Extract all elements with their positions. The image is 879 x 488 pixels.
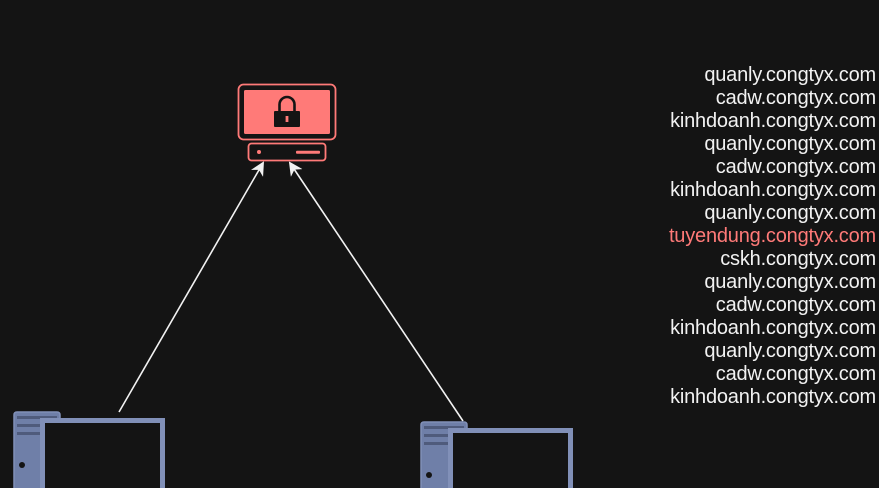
subdomain-item: kinhdoanh.congtyx.com — [670, 110, 876, 132]
arrow-right-computer-to-server — [288, 161, 464, 422]
locked-server-icon — [237, 83, 337, 162]
subdomain-item: kinhdoanh.congtyx.com — [670, 386, 876, 408]
subdomain-item: cadw.congtyx.com — [715, 294, 876, 316]
subdomain-item: cadw.congtyx.com — [715, 363, 876, 385]
desktop-computer-right — [420, 421, 573, 488]
padlock-icon — [274, 95, 300, 127]
subdomain-item: quanly.congtyx.com — [704, 202, 876, 224]
subdomain-item: quanly.congtyx.com — [704, 64, 876, 86]
subdomain-item: cadw.congtyx.com — [715, 156, 876, 178]
subdomain-item: quanly.congtyx.com — [704, 271, 876, 293]
subdomain-item: quanly.congtyx.com — [704, 340, 876, 362]
desktop-computer-left — [13, 411, 165, 488]
subdomain-item: cadw.congtyx.com — [715, 87, 876, 109]
arrow-left-computer-to-server — [118, 161, 265, 413]
subdomain-item: cskh.congtyx.com — [720, 248, 876, 270]
subdomain-item-highlighted: tuyendung.congtyx.com — [668, 225, 876, 247]
subdomain-item: quanly.congtyx.com — [704, 133, 876, 155]
subdomain-item: kinhdoanh.congtyx.com — [670, 179, 876, 201]
subdomain-item: kinhdoanh.congtyx.com — [670, 317, 876, 339]
